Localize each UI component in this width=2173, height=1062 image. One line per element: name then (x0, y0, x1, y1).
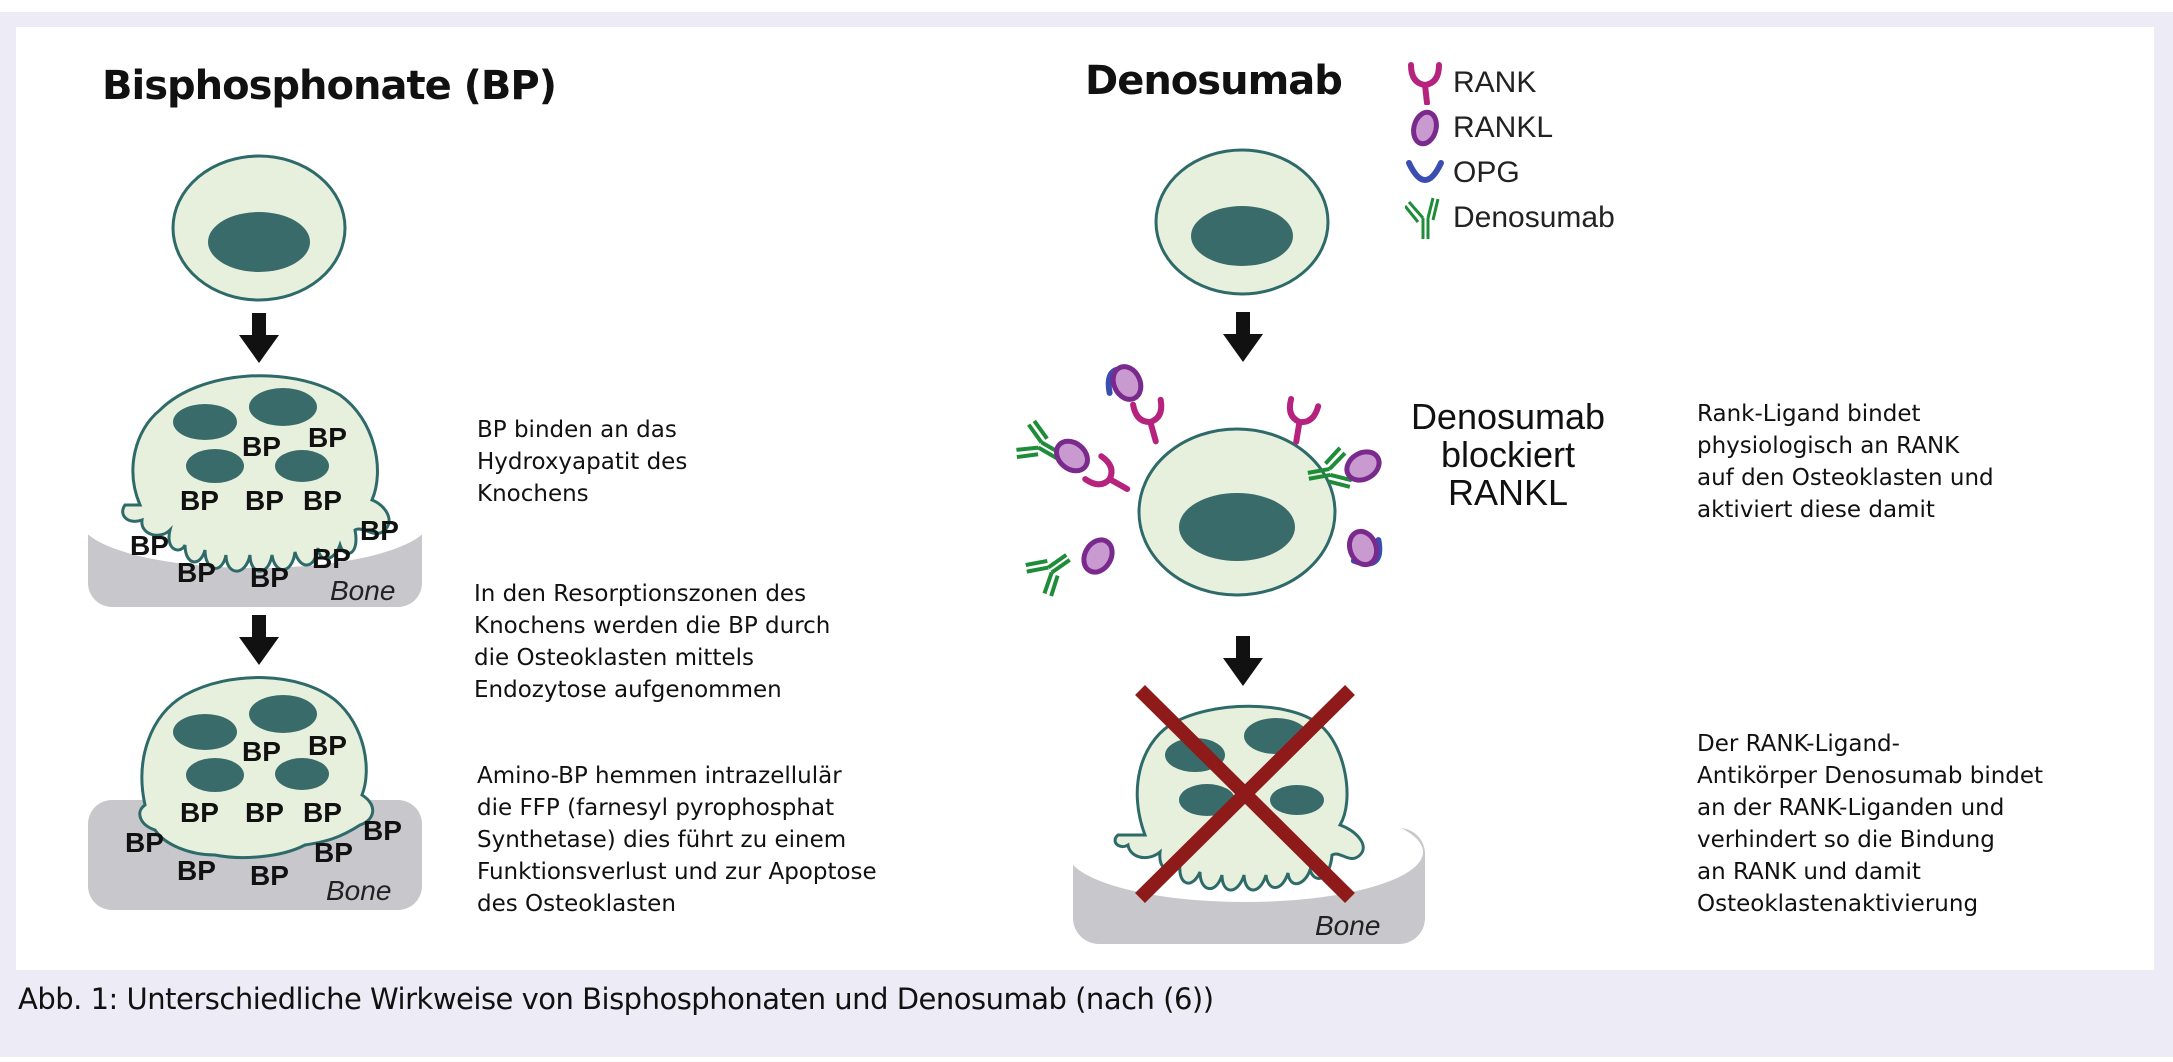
bone-label: Bone (1315, 910, 1380, 941)
arrow-down-icon (1223, 636, 1263, 686)
figure-caption: Abb. 1: Unterschiedliche Wirkweise von B… (18, 982, 1214, 1016)
bp-marker: BP (303, 797, 342, 828)
legend-label: RANKL (1453, 110, 1554, 144)
arrow-down-icon (239, 615, 279, 665)
rankl-activation-description: Rank-Ligand bindet physiologisch an RANK… (1697, 401, 1994, 523)
legend-item-rankl: RANKL (1405, 105, 1615, 150)
bp-marker: BP (245, 485, 284, 516)
bp-marker: BP (242, 431, 281, 462)
bisphosphonate-title: Bisphosphonate (BP) (102, 63, 557, 109)
legend-label: RANK (1453, 65, 1537, 99)
arrow-down-icon (239, 313, 279, 363)
bp-marker: BP (245, 797, 284, 828)
bp-marker: BP (130, 530, 169, 561)
bp-marker: BP (363, 815, 402, 846)
antibody-rankl-complex-icon (1009, 417, 1094, 476)
legend-item-denosumab: Denosumab (1405, 195, 1615, 240)
deno-osteoclast-with-receptors (1009, 362, 1388, 602)
bp-marker: BP (308, 422, 347, 453)
opg-rankl-complex-icon (1101, 362, 1146, 404)
bp-marker: BP (360, 515, 399, 546)
legend-item-rank: RANK (1405, 60, 1615, 105)
rank-receptor-icon (1085, 456, 1134, 502)
opg-icon (1406, 159, 1444, 183)
denosumab-blocking-description: Der RANK-Ligand- Antikörper Denosumab bi… (1697, 731, 2044, 917)
bp-marker: BP (250, 562, 289, 593)
bp-marker: BP (312, 543, 351, 574)
cross-mark-icon (1135, 685, 1355, 903)
denosumab-title: Denosumab (1085, 58, 1343, 104)
bp-osteoclast-on-bone: BP BP BP BP BP BP BP BP BP BP Bone (80, 374, 430, 607)
bp-marker: BP (314, 837, 353, 868)
deno-blocked-osteoclast: Bone (1067, 685, 1425, 944)
rank-receptor-icon (1408, 61, 1442, 105)
legend-item-opg: OPG (1405, 150, 1615, 195)
legend: RANK RANKL OPG Denosumab (1405, 60, 1615, 240)
legend-label: Denosumab (1453, 200, 1615, 234)
bp-binding-description: BP binden an das Hydroxyapatit des Knoch… (477, 417, 688, 507)
bone-label: Bone (330, 575, 395, 606)
rank-receptor-icon (1281, 399, 1318, 445)
denosumab-blocks-rankl-label: Denosumab blockiert RANKL (1410, 396, 1606, 513)
bp-marker: BP (308, 730, 347, 761)
opg-rankl-complex-icon (1345, 528, 1387, 572)
bp-marker: BP (125, 827, 164, 858)
bp-osteoclast-apoptotic: BP BP BP BP BP BP BP BP BP BP Bone (88, 676, 422, 910)
bp-apoptosis-description: Amino-BP hemmen intrazellulär die FFP (f… (477, 763, 877, 917)
arrow-down-icon (1223, 312, 1263, 362)
rank-receptor-icon (1133, 400, 1168, 444)
bone-label: Bone (326, 875, 391, 906)
bp-marker: BP (177, 557, 216, 588)
bp-marker: BP (180, 485, 219, 516)
bp-marker: BP (250, 860, 289, 891)
bp-uptake-description: In den Resorptionszonen des Knochens wer… (474, 581, 831, 703)
bp-marker: BP (180, 797, 219, 828)
bp-marker: BP (177, 855, 216, 886)
rankl-ligand-icon (1411, 109, 1439, 146)
antibody-rankl-complex-icon (1021, 535, 1117, 602)
legend-label: OPG (1453, 155, 1520, 189)
bp-marker: BP (303, 485, 342, 516)
bp-marker: BP (242, 736, 281, 767)
antibody-icon (1405, 197, 1440, 239)
bp-resting-cell (171, 154, 347, 302)
deno-resting-cell (1154, 148, 1330, 296)
